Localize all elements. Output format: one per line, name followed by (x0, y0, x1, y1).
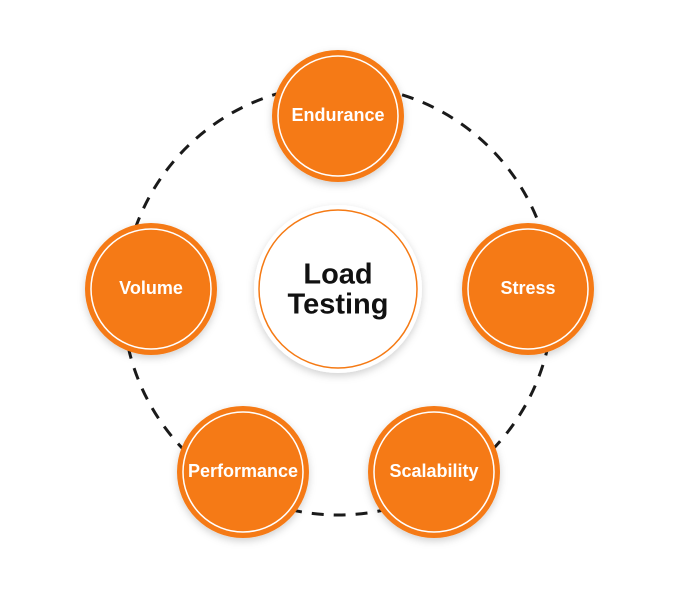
center-circle-border (258, 209, 418, 369)
node-volume-ring (90, 228, 212, 350)
center-title-line1: Load (303, 259, 372, 291)
node-performance-label: Performance (188, 461, 298, 481)
node-scalability: Scalability (368, 406, 500, 538)
node-volume: Volume (85, 223, 217, 355)
center-title-line2: Testing (288, 289, 389, 321)
node-endurance-label: Endurance (291, 105, 384, 125)
node-endurance: Endurance (272, 50, 404, 182)
node-stress-ring (467, 228, 589, 350)
node-volume-circle (85, 223, 217, 355)
node-stress-label: Stress (500, 278, 555, 298)
node-endurance-ring (277, 55, 399, 177)
node-scalability-label: Scalability (389, 461, 478, 481)
node-scalability-circle (368, 406, 500, 538)
center-node: Load Testing (254, 205, 422, 373)
node-stress-circle (462, 223, 594, 355)
node-volume-label: Volume (119, 278, 183, 298)
node-scalability-ring (373, 411, 495, 533)
node-stress: Stress (462, 223, 594, 355)
node-performance: Performance (177, 406, 309, 538)
node-performance-circle (177, 406, 309, 538)
node-performance-ring (182, 411, 304, 533)
node-endurance-circle (272, 50, 404, 182)
center-circle (254, 205, 422, 373)
